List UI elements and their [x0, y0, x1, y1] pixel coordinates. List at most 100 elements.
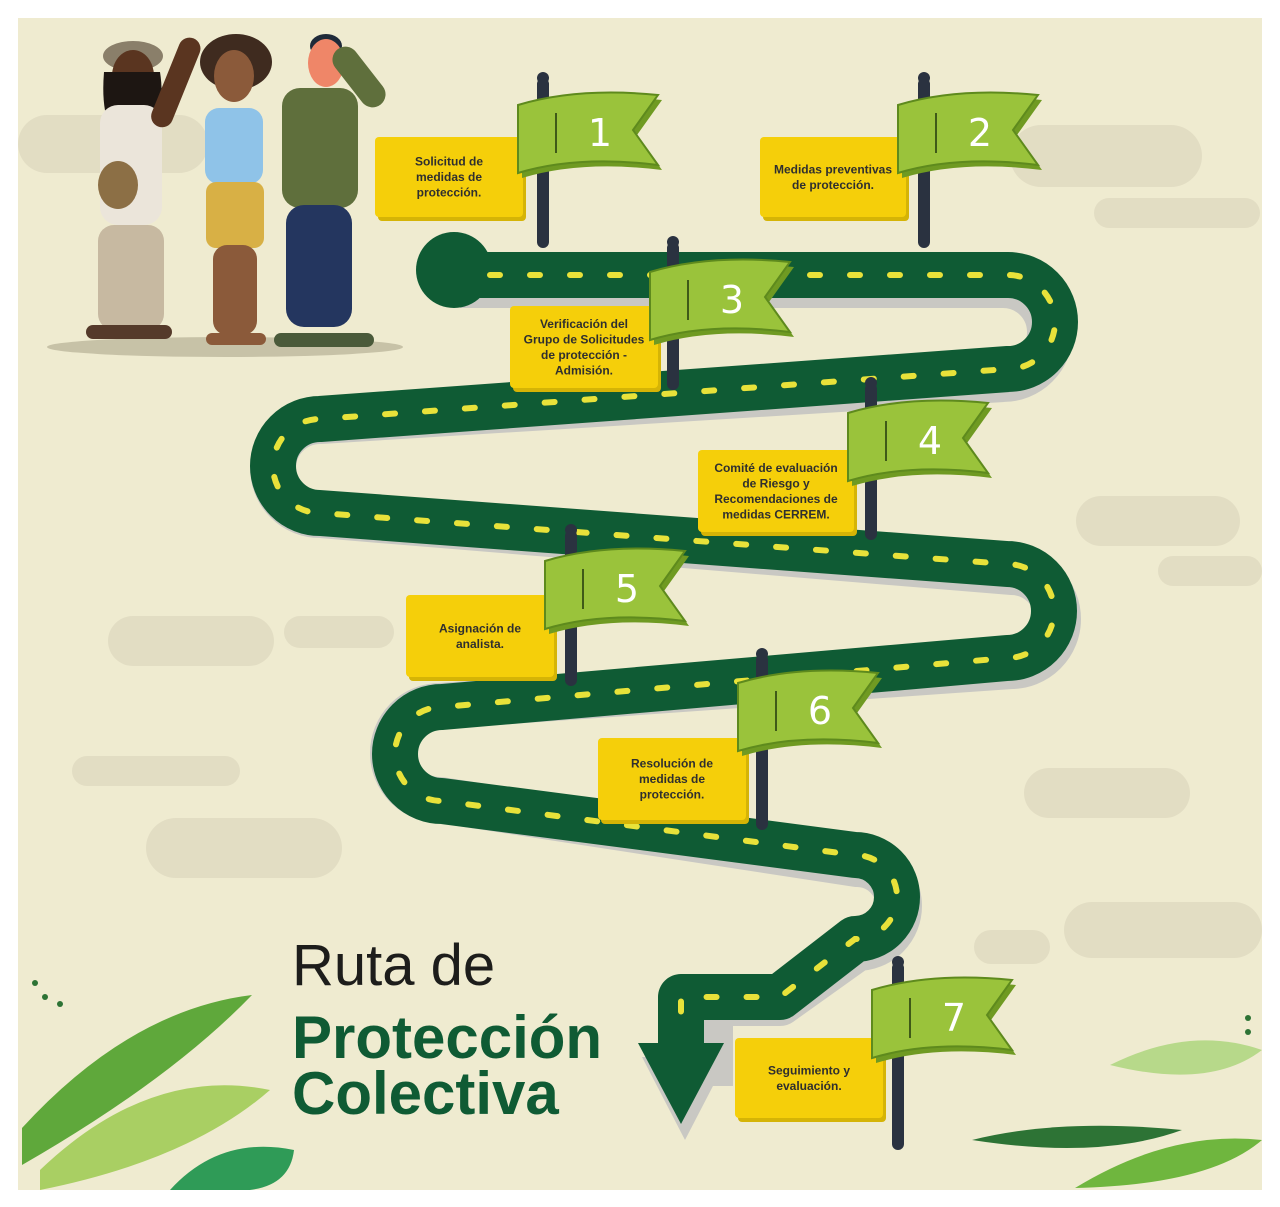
cloud	[1010, 125, 1202, 187]
face	[308, 39, 344, 87]
step-label-line: protección.	[640, 788, 705, 802]
flag-pole-top	[892, 956, 904, 968]
step-label-line: medidas de	[639, 772, 705, 786]
step-label-line: Seguimiento y	[768, 1063, 850, 1077]
step-label-line: de Riesgo y	[742, 476, 810, 490]
step-box	[735, 1038, 883, 1118]
step-label-line: Verificación del	[540, 317, 628, 331]
cloud	[108, 616, 274, 666]
step-label-line: Asignación de	[439, 621, 521, 635]
leaf-right	[1110, 1040, 1262, 1075]
cloud	[974, 930, 1050, 964]
step-label-line: medidas CERREM.	[722, 507, 829, 521]
feet	[206, 333, 266, 345]
person-left	[86, 37, 201, 339]
step-label-line: Solicitud de	[415, 155, 483, 169]
step-label-line: protección.	[417, 186, 482, 200]
skirt	[206, 182, 264, 248]
step-box	[598, 738, 746, 820]
decor-dot	[42, 994, 48, 1000]
step-label-line: medidas de	[416, 170, 482, 184]
flag-pole-top	[865, 377, 877, 389]
step-number: 5	[615, 567, 639, 611]
title-line1: Ruta de	[292, 933, 495, 998]
raised-arm	[332, 46, 386, 108]
step-label-line: Comité de evaluación	[714, 461, 837, 475]
flag-pole-top	[918, 72, 930, 84]
flag	[544, 547, 688, 631]
step-box	[510, 306, 658, 388]
step-label-line: Medidas preventivas	[774, 162, 892, 176]
face	[214, 50, 254, 102]
flag-pole-top	[756, 648, 768, 660]
step-label-line: de protección -	[541, 348, 627, 362]
flag-pole-top	[667, 236, 679, 248]
leaf-left	[22, 995, 252, 1165]
feet	[274, 333, 374, 347]
decor-dot	[57, 1001, 63, 1007]
cloud	[1064, 902, 1262, 958]
cloud	[146, 818, 342, 878]
leaf-right	[972, 1125, 1182, 1148]
road-arrow-head	[638, 1043, 724, 1124]
step-label-line: Resolución de	[631, 757, 713, 771]
person-middle	[200, 34, 272, 345]
cloud	[1158, 556, 1262, 586]
step-number: 4	[918, 419, 942, 463]
step-label-line: de protección.	[792, 178, 874, 192]
decorative-leaves	[22, 980, 1262, 1190]
people-illustration	[47, 34, 403, 357]
step-2: Medidas preventivas de protección. 2	[760, 72, 1042, 248]
legs	[213, 245, 257, 335]
top	[205, 108, 263, 184]
feet	[86, 325, 172, 339]
step-number: 7	[942, 996, 966, 1040]
cloud	[1094, 198, 1260, 228]
flag	[649, 258, 793, 342]
leaf-right	[1075, 1138, 1262, 1188]
shirt	[282, 88, 358, 208]
step-number: 1	[588, 111, 612, 155]
leaf-left	[170, 1146, 294, 1190]
step-number: 6	[808, 689, 832, 733]
step-box	[375, 137, 523, 217]
decor-dot	[1245, 1015, 1251, 1021]
flag-pole-top	[537, 72, 549, 84]
step-box	[760, 137, 906, 217]
step-label-line: analista.	[456, 637, 504, 651]
cloud	[1076, 496, 1240, 546]
step-label-line: Admisión.	[555, 363, 613, 377]
title-line3: Colectiva	[292, 1060, 559, 1127]
person-right	[274, 34, 386, 347]
flag-pole-top	[565, 524, 577, 536]
road-center-dashes	[270, 272, 1058, 1033]
step-number: 3	[720, 278, 744, 322]
cloud	[1024, 768, 1190, 818]
flag	[737, 669, 881, 753]
step-5: Asignación de analista. 5	[406, 524, 689, 686]
step-number: 2	[968, 111, 992, 155]
decor-dot	[32, 980, 38, 986]
step-label-line: Grupo de Solicitudes	[524, 332, 645, 346]
step-label-line: Recomendaciones de	[714, 492, 838, 506]
decor-dot	[1245, 1029, 1251, 1035]
leaf-left	[40, 1085, 270, 1190]
raised-arm	[151, 37, 201, 128]
background-clouds	[18, 115, 1262, 964]
bag	[98, 161, 138, 209]
step-box	[406, 595, 554, 677]
flag	[871, 976, 1015, 1060]
legs	[98, 225, 164, 330]
step-box	[698, 450, 854, 532]
flag	[847, 399, 991, 483]
title-line2: Protección	[292, 1004, 602, 1071]
pants	[286, 205, 352, 327]
flag	[897, 91, 1041, 175]
